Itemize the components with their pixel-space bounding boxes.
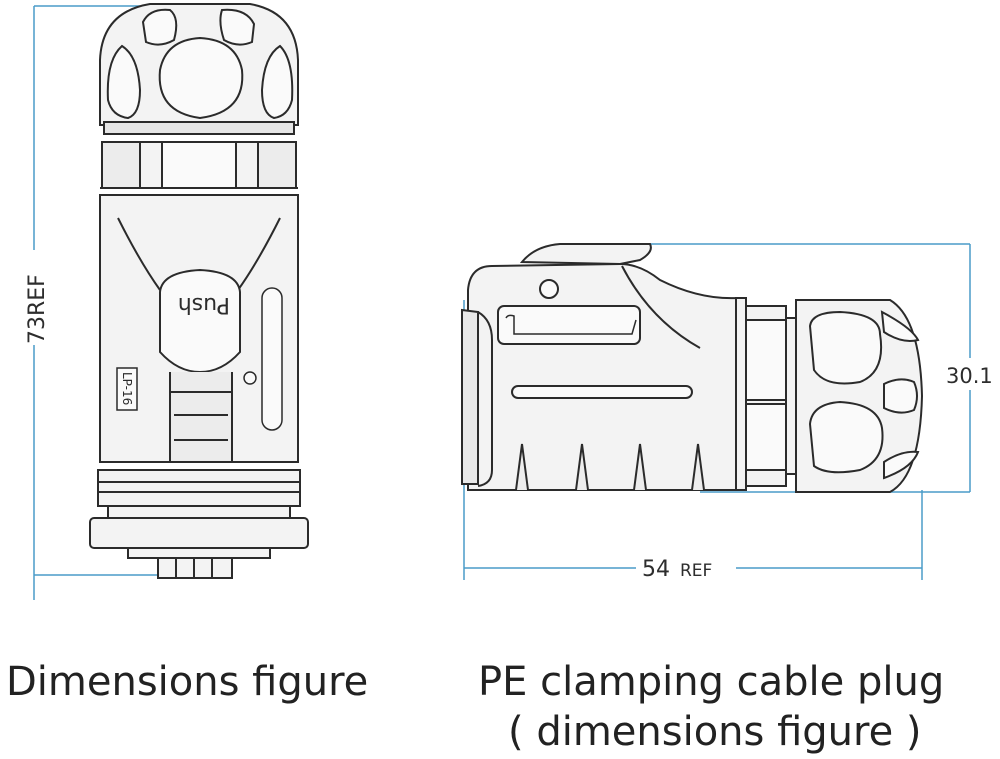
side-slot (511, 385, 693, 399)
panel-nut (89, 517, 309, 549)
caption-dimensions: Dimensions figure (6, 659, 369, 705)
model-label: LP-16 (120, 372, 134, 405)
latch (169, 372, 233, 463)
flange (97, 469, 301, 507)
caption-plug-title: PE clamping cable plug (478, 659, 945, 705)
height-label: 73REF (25, 274, 50, 344)
side-collar (735, 297, 747, 491)
side-view: 54 REF 30.1 (461, 243, 1000, 582)
length-value: 54 (642, 557, 670, 582)
dome-lobe-right (260, 44, 294, 120)
front-view: 73REF Push LP-16 (22, 3, 309, 600)
dome-lobe-left (106, 44, 142, 120)
push-label: Push (178, 292, 230, 317)
dome-lobe-center (158, 36, 244, 120)
length-suffix: REF (680, 561, 712, 581)
caption-plug-subtitle: ( dimensions figure ) (508, 709, 922, 755)
dome-lobe-top-right (219, 8, 256, 46)
dome-lobe-top-left (141, 8, 178, 46)
side-latch (519, 243, 652, 266)
push-button (159, 268, 241, 374)
label-plate (497, 305, 641, 345)
diameter-label: 30.1 (946, 364, 993, 388)
